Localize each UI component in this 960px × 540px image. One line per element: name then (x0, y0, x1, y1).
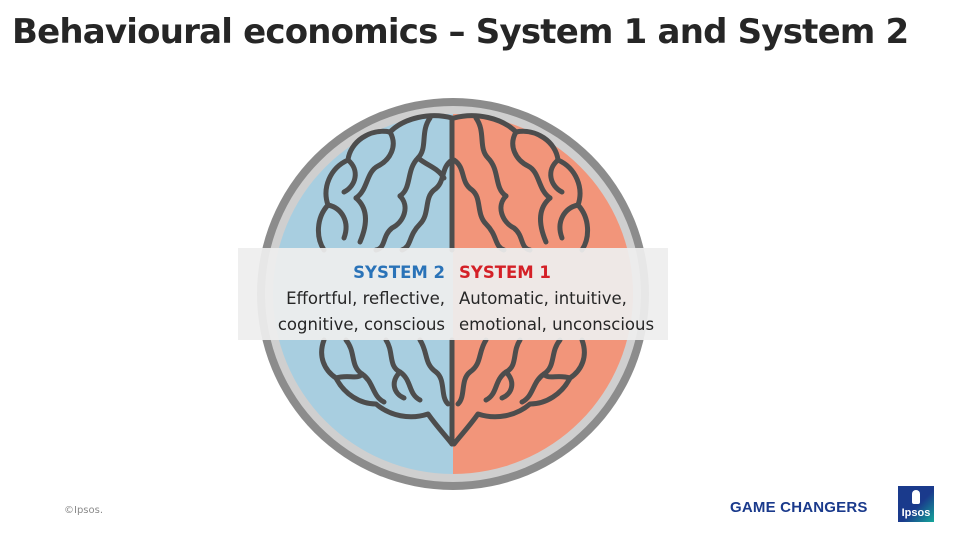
system-2-description-line1: Effortful, reflective, (286, 289, 445, 308)
brain-icon (316, 113, 590, 447)
copyright-notice: ©Ipsos. (64, 505, 104, 516)
system-1-title: SYSTEM 1 (459, 263, 551, 282)
slide-title: Behavioural economics – System 1 and Sys… (12, 12, 909, 52)
game-changers-tagline: GAME CHANGERS (730, 499, 868, 516)
ipsos-logo-mark (912, 490, 920, 504)
ipsos-logo-text: Ipsos (901, 507, 931, 519)
system-1-description-line2: emotional, unconscious (459, 315, 655, 334)
system-2-title: SYSTEM 2 (353, 263, 445, 282)
system-2-description-line2: cognitive, conscious (277, 315, 445, 334)
system-1-description-line1: Automatic, intuitive, (459, 289, 627, 308)
ipsos-logo: Ipsos (898, 486, 934, 522)
system-1-block: SYSTEM 1 Automatic, intuitive, emotional… (453, 260, 668, 338)
systems-label-band: SYSTEM 2 Effortful, reflective, cognitiv… (238, 248, 668, 340)
system-2-block: SYSTEM 2 Effortful, reflective, cognitiv… (238, 260, 453, 338)
